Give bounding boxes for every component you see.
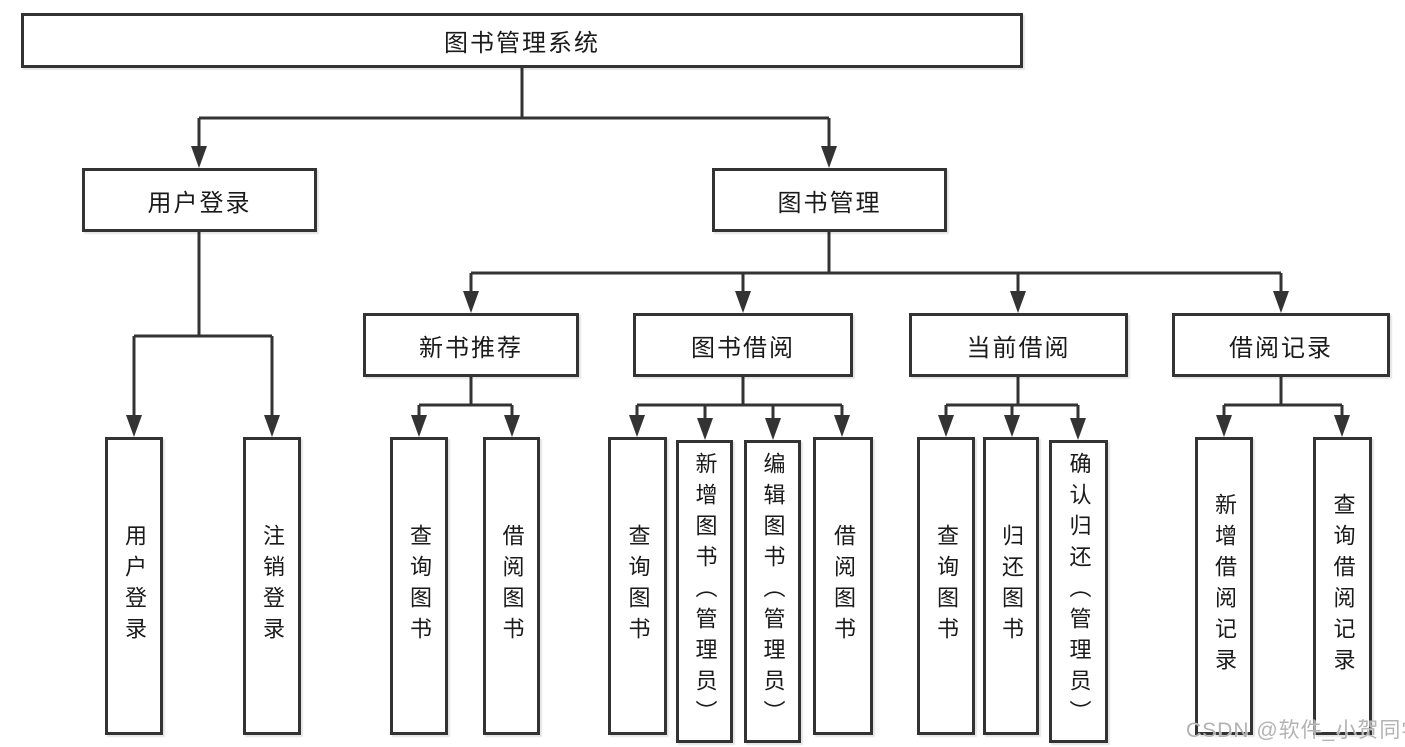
node-root-system: 图书管理系统 (21, 13, 1023, 68)
leaf-return-book: 归还图书 (983, 437, 1039, 735)
node-new-book-recommend: 新书推荐 (363, 313, 579, 377)
leaf-add-borrow-record: 新增借阅记录 (1195, 437, 1253, 735)
leaf-confirm-return-admin: 确认归还（管理员） (1049, 440, 1108, 743)
leaf-logout: 注销登录 (243, 437, 301, 735)
leaf-borrow-books-borrow: 借阅图书 (813, 437, 873, 735)
leaf-query-books-borrow: 查询图书 (608, 437, 667, 735)
leaf-edit-book-admin: 编辑图书（管理员） (744, 440, 801, 743)
node-book-management: 图书管理 (712, 168, 947, 232)
leaf-add-book-admin: 新增图书（管理员） (676, 440, 733, 743)
leaf-query-books-current: 查询图书 (917, 437, 975, 735)
node-borrow-records: 借阅记录 (1172, 313, 1390, 377)
leaf-query-borrow-record: 查询借阅记录 (1313, 437, 1372, 735)
leaf-borrow-books-recommend: 借阅图书 (483, 437, 540, 735)
leaf-user-login: 用户登录 (105, 437, 163, 735)
watermark: CSDN @软件_小贺同学 (1186, 719, 1405, 742)
node-current-borrow: 当前借阅 (909, 313, 1128, 377)
node-book-borrow: 图书借阅 (633, 313, 853, 377)
node-user-login: 用户登录 (82, 168, 317, 232)
leaf-query-books-recommend: 查询图书 (390, 437, 448, 735)
arrowheads (126, 146, 1350, 440)
